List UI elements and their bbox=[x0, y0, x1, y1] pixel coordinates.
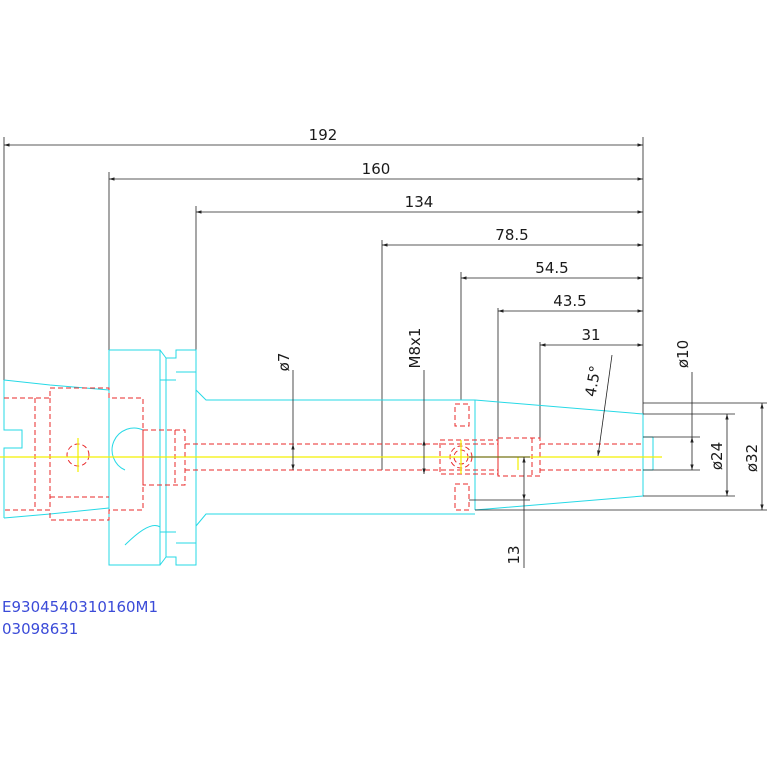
dim-160-label: 160 bbox=[362, 160, 391, 178]
dim-192-label: 192 bbox=[309, 126, 338, 144]
dim-13-label: 13 bbox=[505, 545, 523, 564]
dim-78-5-label: 78.5 bbox=[495, 226, 528, 244]
feature-dimensions: ø7 M8x1 4.5° ø10 ø24 ø32 13 bbox=[275, 328, 767, 568]
dim-dia-24-label: ø24 bbox=[708, 442, 726, 470]
dim-dia-7-label: ø7 bbox=[275, 353, 293, 372]
dim-dia-32-label: ø32 bbox=[743, 444, 761, 472]
dim-thread-label: M8x1 bbox=[406, 328, 424, 369]
dim-31-label: 31 bbox=[581, 326, 600, 344]
dim-134-label: 134 bbox=[405, 193, 434, 211]
hidden-lines bbox=[4, 387, 643, 521]
center-line bbox=[0, 438, 662, 474]
serial-number: 03098631 bbox=[2, 620, 79, 638]
dim-dia-10-label: ø10 bbox=[674, 340, 692, 368]
part-code: E9304540310160M1 bbox=[2, 598, 159, 616]
dim-angle-label: 4.5° bbox=[581, 364, 604, 398]
dim-54-5-label: 54.5 bbox=[535, 259, 568, 277]
dim-43-5-label: 43.5 bbox=[553, 292, 586, 310]
length-dimensions: 192 160 134 78.5 54.5 43.5 31 bbox=[3, 126, 644, 470]
